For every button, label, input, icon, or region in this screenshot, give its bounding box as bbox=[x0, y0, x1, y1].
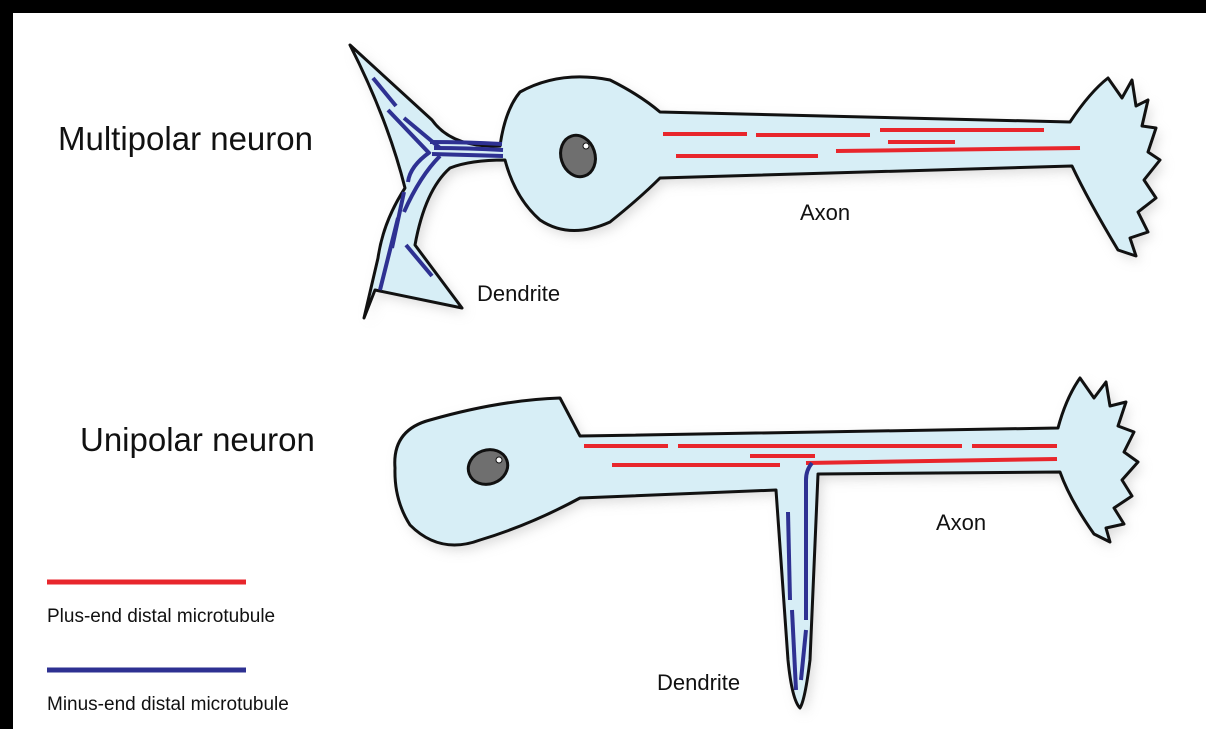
minus-microtubule bbox=[432, 154, 503, 156]
unipolar-title: Unipolar neuron bbox=[80, 421, 315, 458]
neuron-diagram: Multipolar neuron Unipolar neuron Axon D… bbox=[13, 13, 1206, 729]
legend-plus-label: Plus-end distal microtubule bbox=[47, 606, 275, 627]
multipolar-title: Multipolar neuron bbox=[58, 120, 313, 157]
axon-label-top: Axon bbox=[800, 200, 850, 225]
multipolar-shadow bbox=[354, 50, 1164, 323]
multipolar-neuron bbox=[350, 45, 1164, 323]
multipolar-nucleolus bbox=[583, 143, 589, 149]
legend-minus-label: Minus-end distal microtubule bbox=[47, 694, 289, 715]
unipolar-neuron bbox=[395, 378, 1142, 713]
unipolar-nucleolus bbox=[496, 457, 502, 463]
dendrite-label-bottom: Dendrite bbox=[657, 670, 740, 695]
minus-microtubule bbox=[430, 142, 502, 144]
minus-microtubule bbox=[434, 148, 503, 150]
unipolar-cell-body bbox=[395, 378, 1138, 708]
diagram-frame: Multipolar neuron Unipolar neuron Axon D… bbox=[13, 13, 1206, 729]
minus-microtubule bbox=[788, 512, 790, 600]
legend: Plus-end distal microtubule Minus-end di… bbox=[47, 582, 289, 715]
dendrite-label-top: Dendrite bbox=[477, 281, 560, 306]
axon-label-bottom: Axon bbox=[936, 510, 986, 535]
multipolar-cell-body bbox=[350, 45, 1160, 318]
